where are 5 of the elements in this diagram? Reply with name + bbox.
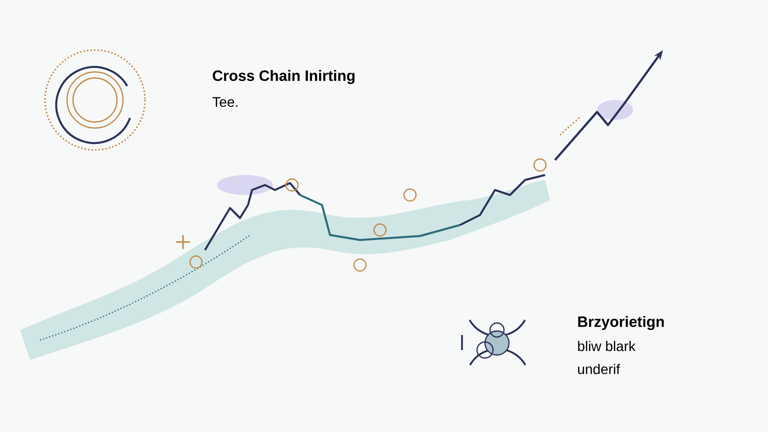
text-line: underif bbox=[578, 364, 620, 374]
heading: Cross Chain Inirting bbox=[212, 70, 355, 84]
heading: Brzyorietign bbox=[578, 316, 664, 330]
subheading: Tee. bbox=[212, 97, 238, 107]
text-line: bliw blark bbox=[578, 340, 636, 352]
